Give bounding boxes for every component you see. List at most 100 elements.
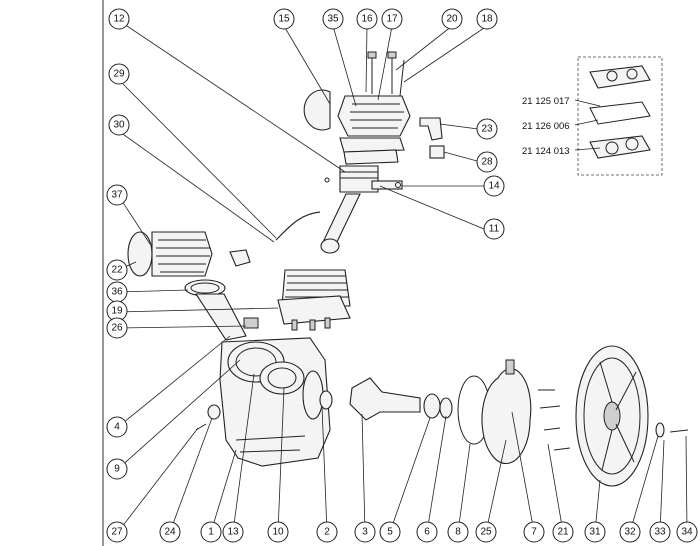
- parts-drawing: [127, 51, 689, 487]
- svg-text:2: 2: [324, 527, 330, 538]
- svg-text:3: 3: [362, 527, 368, 538]
- svg-text:10: 10: [272, 527, 284, 538]
- inset-label-2: 21 126 006: [522, 121, 570, 132]
- end-cover: [481, 368, 532, 464]
- svg-text:30: 30: [113, 120, 125, 131]
- svg-text:13: 13: [227, 527, 239, 538]
- svg-text:16: 16: [361, 14, 373, 25]
- svg-text:17: 17: [386, 14, 398, 25]
- plug-26: [243, 317, 259, 329]
- callout-12: 12: [108, 8, 130, 30]
- callout-26: 26: [106, 317, 128, 339]
- cylinder-left: [194, 293, 247, 341]
- callout-22: 22: [106, 259, 128, 281]
- callout-18: 18: [476, 8, 498, 30]
- callout-8: 8: [447, 521, 469, 543]
- svg-text:4: 4: [114, 422, 120, 433]
- inset-plate-top: [589, 65, 651, 89]
- svg-text:18: 18: [481, 14, 493, 25]
- svg-text:22: 22: [111, 265, 123, 276]
- callout-4: 4: [106, 416, 128, 438]
- svg-text:25: 25: [480, 527, 492, 538]
- flywheel: [575, 345, 649, 487]
- callout-27: 27: [106, 521, 128, 543]
- svg-text:24: 24: [164, 527, 176, 538]
- inset-frame: [577, 56, 663, 176]
- svg-text:8: 8: [455, 527, 461, 538]
- svg-text:1: 1: [208, 527, 214, 538]
- callout-31: 31: [584, 521, 606, 543]
- callout-30: 30: [108, 114, 130, 136]
- callout-7: 7: [523, 521, 545, 543]
- bolt-34: [669, 429, 689, 433]
- svg-text:6: 6: [424, 527, 430, 538]
- cylinder-head-left: [127, 231, 251, 277]
- svg-text:34: 34: [681, 527, 693, 538]
- svg-text:14: 14: [488, 181, 500, 192]
- svg-text:15: 15: [278, 14, 290, 25]
- svg-text:5: 5: [387, 527, 393, 538]
- svg-text:19: 19: [111, 306, 123, 317]
- svg-text:27: 27: [111, 527, 123, 538]
- valve-kit-inset: 21 125 017 21 126 006 21 124 013: [522, 56, 663, 176]
- callout-1: 1: [200, 521, 222, 543]
- callout-2: 2: [316, 521, 338, 543]
- callout-3: 3: [354, 521, 376, 543]
- callout-6: 6: [416, 521, 438, 543]
- svg-text:20: 20: [446, 14, 458, 25]
- inset-label-1: 21 125 017: [522, 96, 570, 107]
- svg-text:12: 12: [113, 14, 125, 25]
- elbow-fitting: [419, 117, 443, 141]
- callout-28: 28: [476, 151, 498, 173]
- cover-cap: [505, 359, 515, 375]
- callout-17: 17: [381, 8, 403, 30]
- callout-29: 29: [108, 63, 130, 85]
- plug-24: [207, 404, 221, 420]
- crankcase-side-flange: [302, 370, 324, 420]
- cylinder-bore-right: [259, 361, 305, 395]
- cylinder-right: [277, 269, 351, 331]
- callout-34: 34: [676, 521, 698, 543]
- leader-lines: [117, 25, 688, 533]
- callout-14: 14: [483, 175, 505, 197]
- inset-plate-bottom: [589, 135, 651, 159]
- svg-text:21: 21: [557, 527, 569, 538]
- callout-20: 20: [441, 8, 463, 30]
- callout-32: 32: [619, 521, 641, 543]
- callout-15: 15: [273, 8, 295, 30]
- svg-text:7: 7: [531, 527, 537, 538]
- svg-text:29: 29: [113, 69, 125, 80]
- callout-24: 24: [159, 521, 181, 543]
- callout-16: 16: [356, 8, 378, 30]
- svg-text:36: 36: [111, 287, 123, 298]
- callout-21: 21: [552, 521, 574, 543]
- svg-text:31: 31: [589, 527, 601, 538]
- cylinder-head-top: [303, 51, 411, 165]
- callout-5: 5: [379, 521, 401, 543]
- svg-text:33: 33: [654, 527, 666, 538]
- piston-assembly: [320, 165, 403, 254]
- small-block: [429, 145, 445, 159]
- callout-37: 37: [106, 184, 128, 206]
- bolts: [538, 389, 571, 451]
- inset-label-3: 21 124 013: [522, 146, 570, 157]
- callout-33: 33: [649, 521, 671, 543]
- crankshaft: [349, 377, 453, 421]
- callout-9: 9: [106, 458, 128, 480]
- callout-10: 10: [267, 521, 289, 543]
- svg-text:28: 28: [481, 157, 493, 168]
- delivery-tube: [275, 211, 321, 241]
- inset-gasket: [589, 101, 651, 125]
- callout-25: 25: [475, 521, 497, 543]
- callout-23: 23: [476, 118, 498, 140]
- svg-text:9: 9: [114, 464, 120, 475]
- svg-text:23: 23: [481, 124, 493, 135]
- svg-text:35: 35: [327, 14, 339, 25]
- callout-11: 11: [483, 218, 505, 240]
- svg-text:37: 37: [111, 190, 123, 201]
- callout-36: 36: [106, 281, 128, 303]
- svg-text:32: 32: [624, 527, 636, 538]
- callout-13: 13: [222, 521, 244, 543]
- washer-32: [655, 422, 665, 438]
